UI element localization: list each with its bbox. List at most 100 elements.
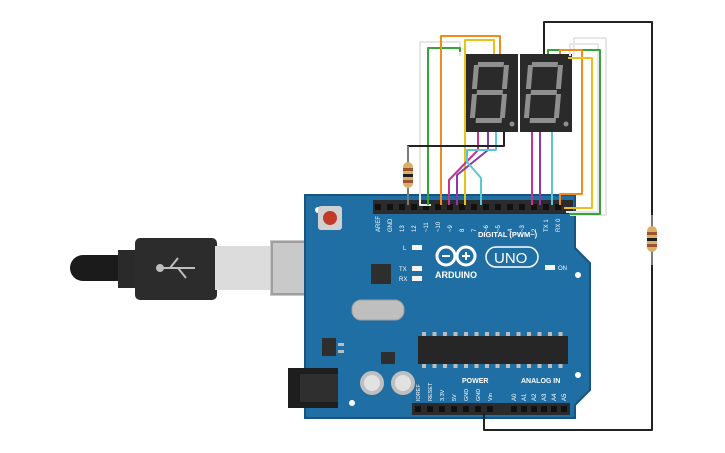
header-pin[interactable] [543,204,549,210]
led-l [412,245,422,250]
led-tx [412,266,422,271]
chip-pin [495,332,500,336]
usb-symbol-icon [156,257,195,279]
analog-pin-label: A5 [562,393,568,401]
header-pin[interactable] [495,204,501,210]
usb-b-cable[interactable] [70,238,340,300]
header-pin[interactable] [447,204,453,210]
header-pin-label: RX 0 [556,218,562,232]
analog-header-pin[interactable] [521,406,527,412]
analog-header-pin[interactable] [531,406,537,412]
wire-yellow-left[interactable] [464,39,495,205]
analog-pin-label: A4 [552,393,558,401]
reset-button[interactable] [318,206,342,230]
analog-pin-label: A0 [512,393,518,401]
header-pin[interactable] [483,204,489,210]
segment-e [523,94,531,118]
chip-pin [422,364,426,368]
analog-header-pin[interactable] [541,406,547,412]
wire-green-right[interactable] [547,49,601,215]
header-pin[interactable] [507,204,513,210]
power-header [412,403,508,415]
segment-g [530,90,557,95]
power-header-pin[interactable] [463,406,469,412]
analog-header-pin[interactable] [551,406,557,412]
usb-strain-relief [118,250,138,288]
header-pin[interactable] [375,204,381,210]
power-pin-label: RESET [428,382,434,401]
header-pin-label: ~10 [436,221,442,232]
power-header-pin[interactable] [475,406,481,412]
resistor-right-rail[interactable] [647,215,657,265]
header-pin[interactable] [531,204,537,210]
header-pin[interactable] [399,204,405,210]
led-on [545,265,555,270]
led-label-on: ON [558,266,567,272]
wire-purple-left[interactable] [456,132,489,205]
wire-magenta-left[interactable] [448,132,479,205]
analog-pin-label: A1 [522,393,528,401]
header-pin-label: 8 [460,228,466,232]
header-pin[interactable] [387,204,393,210]
power-pin-label: Vin [488,393,494,401]
analog-pin-label: A3 [542,393,548,401]
usb-controller-chip [371,264,391,284]
header-pin[interactable] [459,204,465,210]
chip-pin [422,332,426,336]
header-pin[interactable] [555,204,561,210]
wires [407,21,653,431]
chip-pin [453,364,458,368]
wire-orange-right[interactable] [559,49,583,205]
segment-a [531,62,559,67]
left-seven-segment-display[interactable] [466,54,518,132]
voltage-regulator [322,338,336,356]
power-header-pin[interactable] [487,406,493,412]
arduino-logo: ARDUINO UNO [435,245,539,280]
header-pin[interactable] [471,204,477,210]
segment-b [555,65,564,89]
wire-green-left[interactable] [427,47,461,205]
power-header-pin[interactable] [415,406,421,412]
power-pin-label: GND [476,389,482,401]
analog-header [508,403,570,415]
led-label-rx: RX [399,277,407,283]
chip-pin [474,332,479,336]
segment-d [475,118,503,123]
segment-b [501,65,510,89]
mount-hole [575,372,581,378]
header-pin[interactable] [411,204,417,210]
right-seven-segment-display[interactable] [520,54,572,132]
power-pin-label: IOREF [416,384,422,401]
header-pin-label: ~9 [448,224,454,232]
chip-pin [548,364,552,368]
chip-pin [432,364,437,368]
chip-pin [443,332,447,336]
resistor-display-common[interactable] [403,146,413,205]
brand-text: ARDUINO [435,270,477,280]
segment-dp [563,121,569,127]
header-pin[interactable] [519,204,525,210]
wire-orange-left[interactable] [440,35,501,205]
chip-pin [464,332,468,336]
header-pin[interactable] [435,204,441,210]
analog-header-pin[interactable] [511,406,517,412]
power-header-pin[interactable] [427,406,433,412]
segment-g [476,90,503,95]
chip-pin [464,364,468,368]
wire-white-left[interactable] [419,41,461,206]
power-header-pin[interactable] [439,406,445,412]
wire-yellow-right[interactable] [564,57,593,209]
chip-pin [485,364,489,368]
header-pin[interactable] [423,204,429,210]
header-pin-label: ~3 [520,224,526,232]
wire-white-right-inner[interactable] [566,43,599,213]
chip-pin [516,364,521,368]
mount-hole [575,272,581,278]
led-label-l: L [403,246,407,252]
segment-f [525,65,534,89]
power-label: POWER [462,378,488,385]
power-header-pin[interactable] [451,406,457,412]
analog-header-pin[interactable] [561,406,567,412]
